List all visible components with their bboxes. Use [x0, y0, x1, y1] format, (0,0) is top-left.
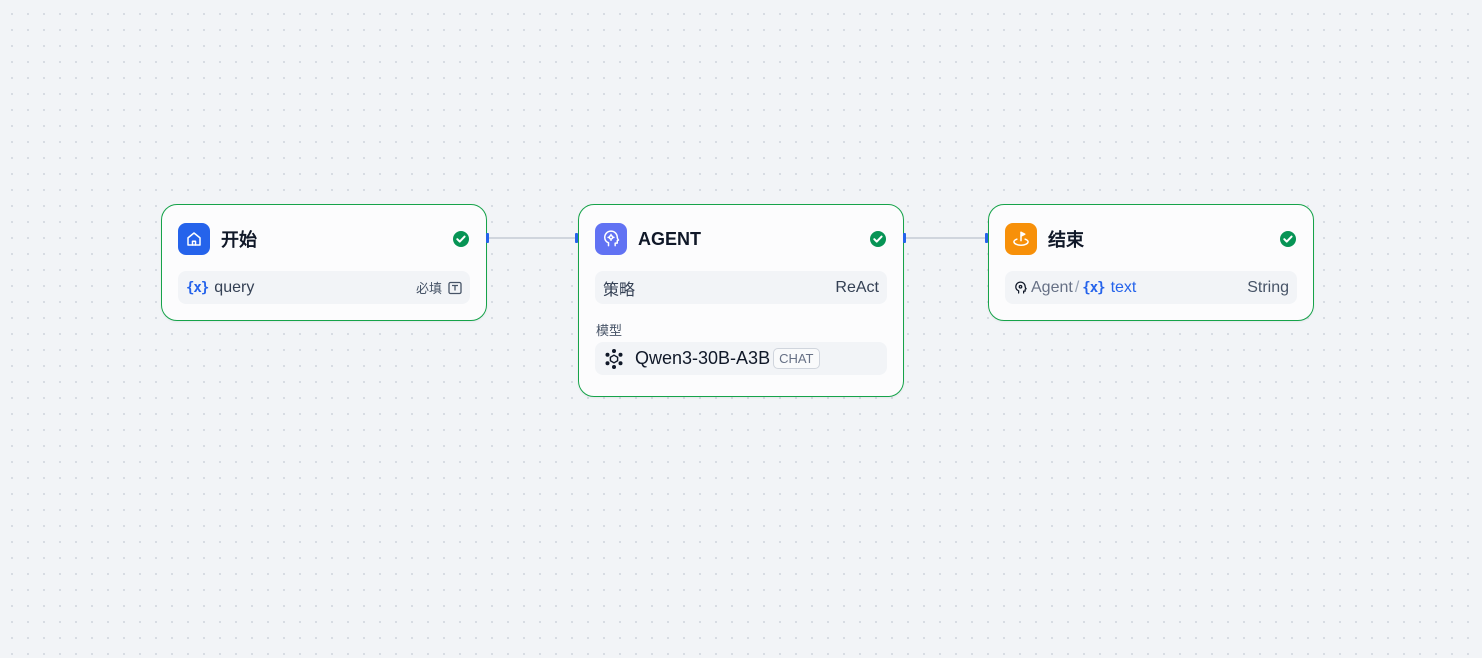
agent-strategy-row[interactable]: 策略 ReAct — [595, 271, 887, 304]
start-node-header: 开始 — [178, 222, 470, 256]
output-path-separator: / — [1074, 278, 1080, 296]
output-variable-name: text — [1110, 278, 1137, 296]
agent-node-title: AGENT — [638, 228, 701, 249]
required-label: 必填 — [415, 281, 442, 296]
check-circle-icon — [870, 231, 886, 247]
check-circle-icon — [1280, 231, 1296, 247]
start-node-title: 开始 — [221, 230, 257, 250]
strategy-label: 策略 — [603, 281, 636, 299]
start-variable-name: query — [214, 278, 255, 296]
model-name: Qwen3-30B-A3B — [635, 348, 771, 368]
model-mode-badge: CHAT — [773, 348, 820, 369]
start-output-handle[interactable] — [486, 233, 489, 243]
start-variable-row[interactable]: {x} query 必填 — [178, 271, 470, 304]
agent-model-row[interactable]: Qwen3-30B-A3B CHAT — [595, 342, 887, 375]
output-variable-type: String — [1247, 278, 1289, 296]
check-circle-icon — [453, 231, 469, 247]
variable-icon: {x} — [186, 279, 209, 296]
agent-brain-icon — [595, 223, 627, 255]
end-input-handle[interactable] — [985, 233, 988, 243]
end-node[interactable]: 结束 Agent / {x} text String — [988, 204, 1314, 321]
agent-input-handle[interactable] — [575, 233, 578, 243]
end-node-title: 结束 — [1048, 230, 1084, 250]
home-icon — [178, 223, 210, 255]
agent-brain-icon — [1015, 281, 1027, 294]
start-node[interactable]: 开始 {x} query 必填 — [161, 204, 487, 321]
end-node-header: 结束 — [1005, 222, 1297, 256]
model-provider-icon — [605, 348, 623, 369]
text-type-icon — [448, 281, 462, 294]
strategy-value: ReAct — [835, 278, 879, 296]
model-section-label: 模型 — [596, 323, 623, 338]
end-output-row[interactable]: Agent / {x} text String — [1005, 271, 1297, 304]
end-flag-icon — [1005, 223, 1037, 255]
variable-icon: {x} — [1082, 279, 1105, 296]
agent-node-header: AGENT — [595, 222, 887, 256]
agent-output-handle[interactable] — [903, 233, 906, 243]
agent-node[interactable]: AGENT 策略 ReAct 模型 — [578, 204, 904, 397]
output-source-node: Agent — [1031, 278, 1073, 296]
